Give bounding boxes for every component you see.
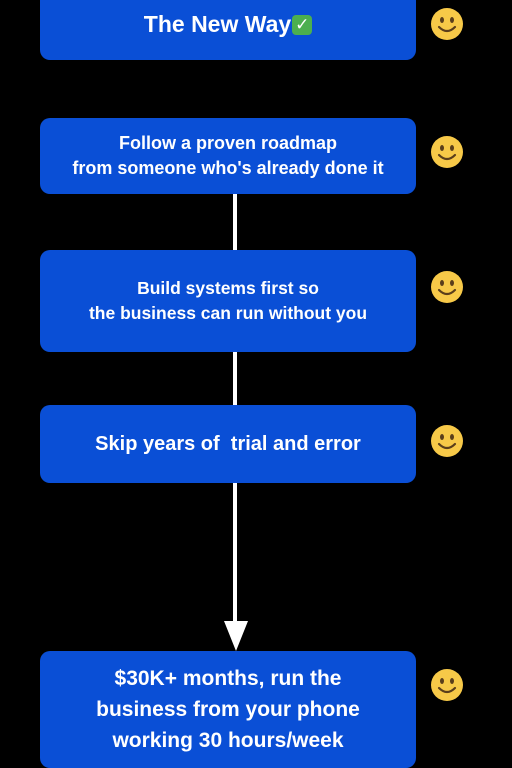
step-box-3: Skip years of trial and error bbox=[40, 405, 416, 483]
step-box-4: $30K+ months, run the business from your… bbox=[40, 651, 416, 768]
white-check-mark-icon: ✓ bbox=[292, 14, 313, 35]
smiley-icon bbox=[431, 425, 463, 457]
smiley-icon bbox=[431, 271, 463, 303]
arrow-head-icon bbox=[224, 621, 248, 651]
step-3-line-1: Skip years of trial and error bbox=[95, 432, 361, 455]
smiley-icon bbox=[431, 8, 463, 40]
step-box-2: Build systems first so the business can … bbox=[40, 250, 416, 352]
connector-line-2 bbox=[233, 352, 237, 405]
step-2-line-1: Build systems first so bbox=[137, 278, 319, 298]
step-box-1: Follow a proven roadmap from someone who… bbox=[40, 118, 416, 194]
connector-line-3 bbox=[233, 483, 237, 623]
title-box: The New Way✓ bbox=[40, 0, 416, 60]
step-1-line-1: Follow a proven roadmap bbox=[118, 133, 338, 153]
step-4-line-3: working 30 hours/week bbox=[112, 729, 344, 752]
step-4-line-1: $30K+ months, run the bbox=[114, 667, 342, 690]
step-1-line-2: from someone who's already done it bbox=[72, 158, 384, 178]
step-4-line-2: business from your phone bbox=[96, 698, 360, 721]
connector-line-1 bbox=[233, 194, 237, 250]
step-2-line-2: the business can run without you bbox=[88, 303, 368, 323]
smiley-icon bbox=[431, 669, 463, 701]
smiley-icon bbox=[431, 136, 463, 168]
page-title: The New Way✓ bbox=[144, 11, 313, 38]
